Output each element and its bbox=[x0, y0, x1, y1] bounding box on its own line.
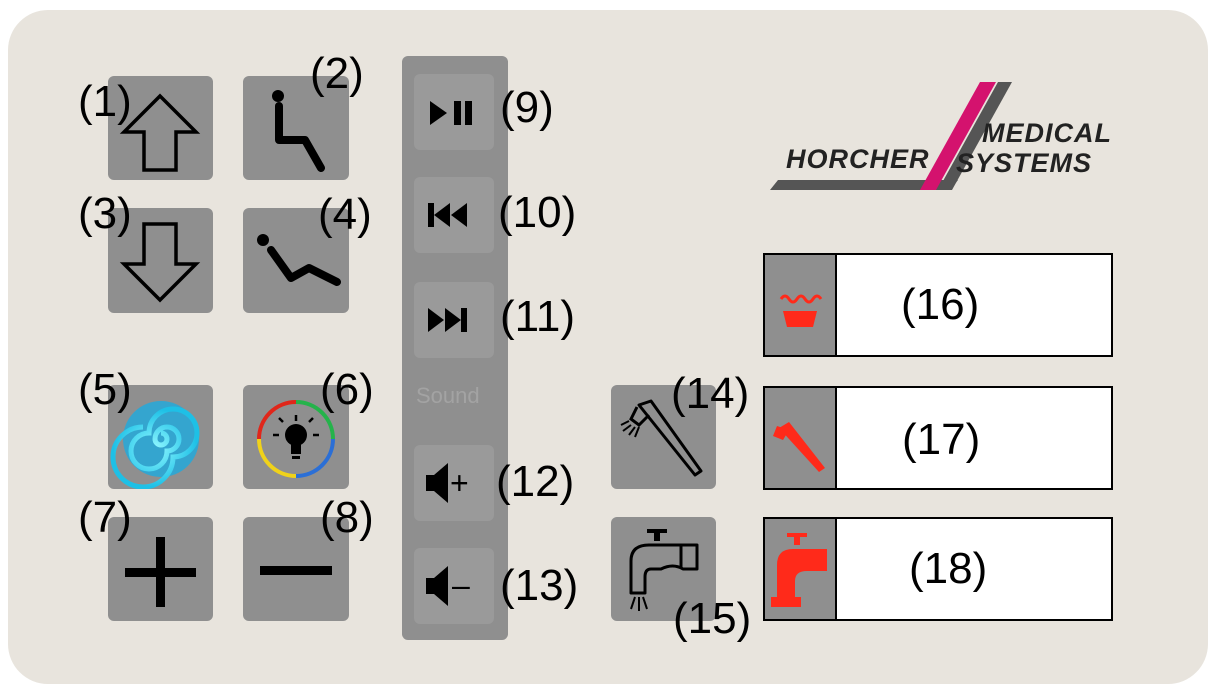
label-6: (6) bbox=[320, 365, 374, 414]
recline-position-button[interactable] bbox=[243, 208, 349, 313]
sound-label: Sound bbox=[416, 383, 480, 408]
label-4: (4) bbox=[318, 190, 372, 239]
faucet-icon bbox=[629, 529, 699, 611]
plus-button[interactable] bbox=[108, 517, 213, 621]
bathtub-water-icon bbox=[779, 294, 823, 327]
logo-systems: SYSTEMS bbox=[956, 148, 1093, 178]
horcher-medical-logo: HORCHER MEDICAL SYSTEMS bbox=[760, 80, 1111, 200]
color-light-bulb-icon bbox=[257, 400, 335, 478]
previous-track-icon bbox=[428, 203, 467, 227]
faucet-button[interactable] bbox=[611, 517, 716, 621]
whirlpool-button[interactable] bbox=[108, 385, 213, 489]
label-17: (17) bbox=[902, 415, 981, 464]
reclined-person-icon bbox=[257, 234, 341, 286]
play-pause-icon bbox=[430, 101, 472, 125]
label-16: (16) bbox=[901, 280, 980, 329]
volume-down-button[interactable]: – bbox=[414, 548, 494, 624]
label-3: (3) bbox=[78, 189, 132, 238]
label-7: (7) bbox=[78, 493, 132, 542]
label-15: (15) bbox=[673, 594, 752, 643]
plus-icon bbox=[125, 537, 196, 607]
label-13: (13) bbox=[500, 561, 579, 610]
next-track-button[interactable] bbox=[414, 282, 494, 358]
volume-plus-glyph: + bbox=[450, 465, 469, 501]
faucet-icon bbox=[771, 533, 827, 607]
volume-up-button[interactable]: + bbox=[414, 445, 494, 521]
shower-display bbox=[763, 386, 1113, 490]
previous-track-button[interactable] bbox=[414, 177, 494, 253]
tub-display bbox=[763, 253, 1113, 357]
label-14: (14) bbox=[671, 369, 750, 418]
play-pause-button[interactable] bbox=[414, 74, 494, 150]
label-12: (12) bbox=[496, 457, 575, 506]
label-2: (2) bbox=[310, 49, 364, 98]
up-arrow-icon bbox=[119, 93, 201, 172]
hand-shower-button[interactable] bbox=[611, 385, 716, 489]
upright-position-button[interactable] bbox=[243, 76, 349, 180]
label-11: (11) bbox=[500, 292, 575, 341]
down-arrow-icon bbox=[119, 222, 201, 303]
minus-icon bbox=[260, 566, 332, 575]
volume-minus-glyph: – bbox=[452, 567, 470, 603]
lower-button[interactable] bbox=[108, 208, 213, 313]
label-10: (10) bbox=[498, 188, 577, 237]
logo-mark bbox=[770, 82, 1012, 190]
shower-head-icon bbox=[773, 422, 825, 472]
logo-medical: MEDICAL bbox=[982, 118, 1112, 148]
label-5: (5) bbox=[78, 365, 132, 414]
color-light-button[interactable] bbox=[243, 385, 349, 489]
label-18: (18) bbox=[909, 544, 988, 593]
volume-up-icon bbox=[426, 463, 448, 503]
label-9: (9) bbox=[500, 83, 554, 132]
seated-person-icon bbox=[272, 90, 325, 172]
next-track-icon bbox=[428, 308, 467, 332]
label-1: (1) bbox=[78, 77, 132, 126]
label-8: (8) bbox=[320, 493, 374, 542]
volume-down-icon bbox=[426, 566, 448, 606]
whirlpool-swirl-icon bbox=[110, 401, 200, 489]
logo-horcher: HORCHER bbox=[786, 144, 930, 174]
minus-button[interactable] bbox=[243, 517, 349, 621]
hand-shower-icon bbox=[620, 399, 703, 477]
raise-button[interactable] bbox=[108, 76, 213, 180]
faucet-display bbox=[763, 517, 1113, 621]
